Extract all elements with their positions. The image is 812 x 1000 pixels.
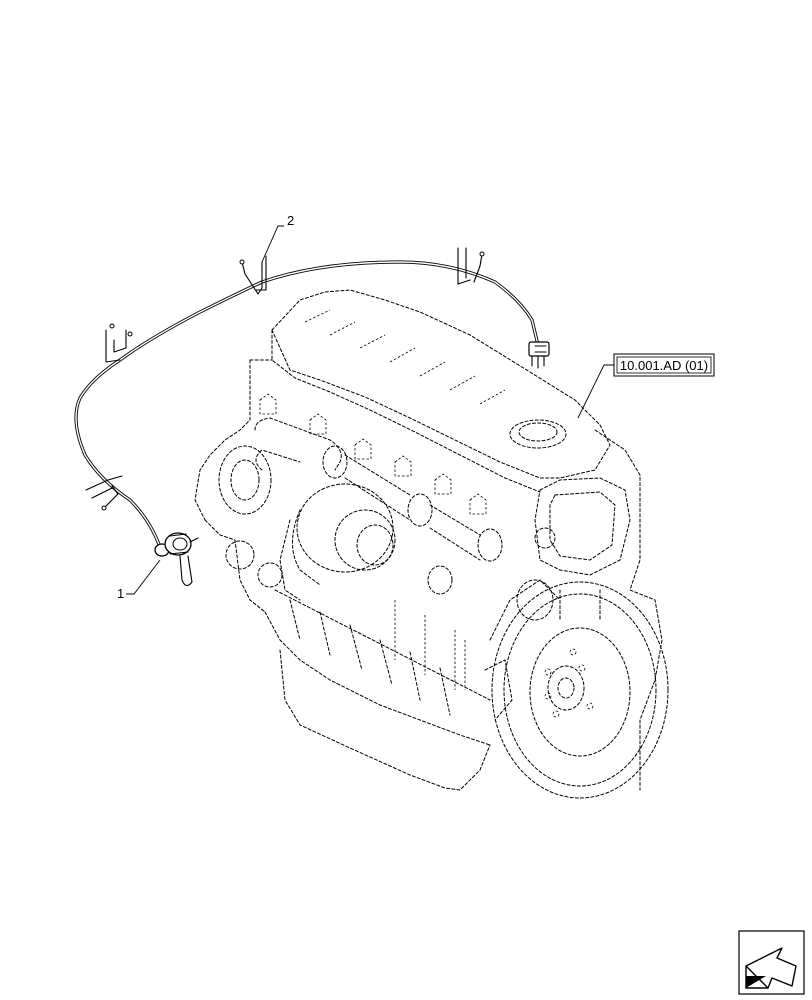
callout-label: 2: [287, 213, 294, 228]
harness-clip: [85, 475, 123, 511]
harness-clip: [457, 247, 485, 285]
harness-clip: [239, 255, 267, 295]
next-page-arrow-icon[interactable]: [738, 930, 805, 995]
callout-1: 1: [117, 559, 161, 601]
reference-label: 10.001.AD (01): [620, 358, 708, 373]
callout-label: 1: [117, 586, 124, 601]
wiring-harness: [74, 247, 550, 587]
reference-link[interactable]: 10.001.AD (01): [577, 353, 715, 419]
sensor-part: [154, 532, 199, 587]
harness-connector: [528, 341, 550, 369]
callout-2: 2: [261, 213, 294, 263]
harness-clip: [105, 323, 133, 363]
engine-outline: [194, 289, 669, 799]
